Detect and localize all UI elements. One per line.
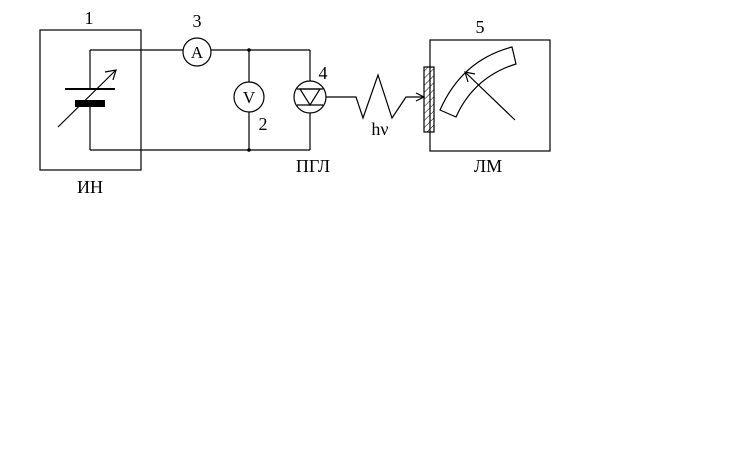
power-source-frame — [39, 29, 142, 171]
junction-bottom — [247, 148, 251, 152]
label-number-laser: 4 — [319, 63, 328, 83]
label-number-ammeter: 3 — [193, 11, 202, 31]
voltmeter-circle — [233, 81, 265, 113]
voltmeter: V — [233, 81, 265, 113]
adjustable-arrow-icon — [104, 69, 117, 81]
label-source: ИН — [77, 177, 103, 197]
power-source — [39, 29, 142, 171]
laser-diode-circle — [293, 80, 327, 114]
meter-scale-arc — [439, 46, 517, 118]
needle-arrow-icon — [464, 71, 476, 83]
label-laser: ПГЛ — [296, 156, 330, 176]
label-radiation: hν — [371, 119, 388, 139]
ammeter-symbol: A — [191, 43, 204, 62]
adjustable-arrow-shaft — [57, 69, 117, 128]
battery-plate-short — [75, 100, 105, 107]
power-meter — [423, 39, 551, 152]
laser-radiation — [326, 73, 426, 120]
voltmeter-symbol: V — [243, 88, 256, 107]
diode-triangle-icon — [298, 88, 322, 107]
meter-needle — [464, 71, 516, 121]
label-power-meter: ЛМ — [474, 156, 502, 176]
circuit-wires — [90, 48, 311, 152]
label-number-power-meter: 5 — [476, 17, 485, 37]
detector-plate — [423, 66, 435, 133]
laser-diode — [293, 80, 327, 114]
ammeter: A — [182, 37, 212, 67]
junction-top — [247, 48, 251, 52]
label-number-source: 1 — [85, 8, 94, 28]
radiation-wave — [326, 73, 424, 120]
ammeter-circle — [182, 37, 212, 67]
label-number-voltmeter: 2 — [259, 114, 268, 134]
